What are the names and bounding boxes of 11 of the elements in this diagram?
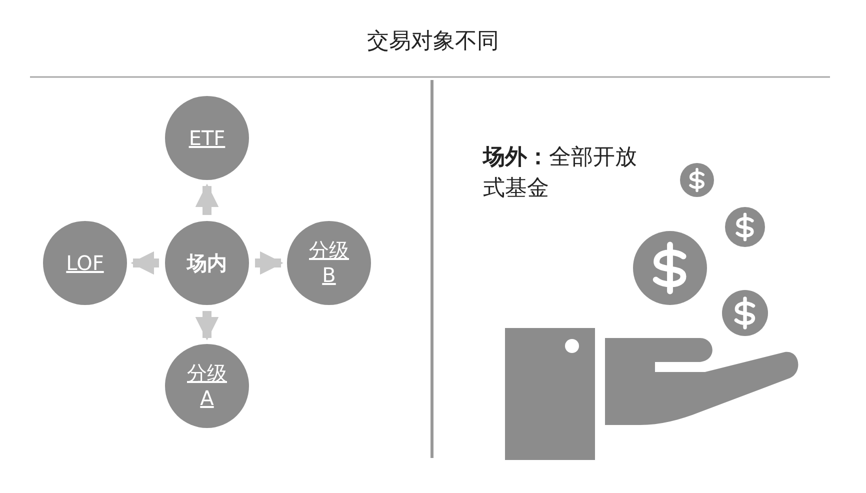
circle-node: 场内 [165,221,249,305]
circle-node: 分级A [165,344,249,428]
arrow [255,251,284,275]
circle-node: ETF [165,96,249,180]
arrow [130,251,159,275]
title: 交易对象不同 [366,28,500,56]
arrow [195,184,219,215]
circle-node: 分级B [287,221,371,305]
circle-node: LOF [43,221,127,305]
arrow [195,311,219,340]
note-text: 场外：全部开放式基金 [483,143,638,203]
